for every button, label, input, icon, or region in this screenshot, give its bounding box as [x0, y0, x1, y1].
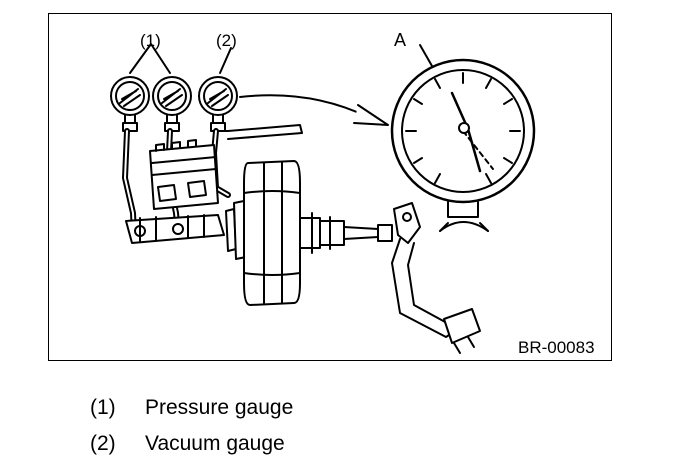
- brake-booster: [225, 160, 301, 306]
- legend-number: (2): [90, 432, 116, 455]
- brake-pedal: [391, 202, 481, 354]
- detail-gauge-a: [390, 58, 536, 232]
- pressure-gauge-left: [110, 76, 150, 116]
- pressure-gauge-right: [152, 76, 192, 116]
- callout-gauge-1: (1): [140, 31, 161, 50]
- callout-gauge-2: (2): [216, 31, 237, 50]
- figure-id-label: BR-00083: [518, 338, 595, 357]
- brake-booster-test-diagram: (1) (2) A BR-00083: [110, 30, 595, 357]
- legend-text: Vacuum gauge: [145, 432, 285, 455]
- callout-detail-a: A: [394, 30, 406, 50]
- master-cylinder: [125, 139, 225, 244]
- legend-text: Pressure gauge: [145, 396, 294, 419]
- legend-number: (1): [90, 396, 116, 419]
- vacuum-gauge: [198, 76, 238, 116]
- figure-frame: [48, 13, 612, 361]
- detail-arrow: [239, 94, 369, 118]
